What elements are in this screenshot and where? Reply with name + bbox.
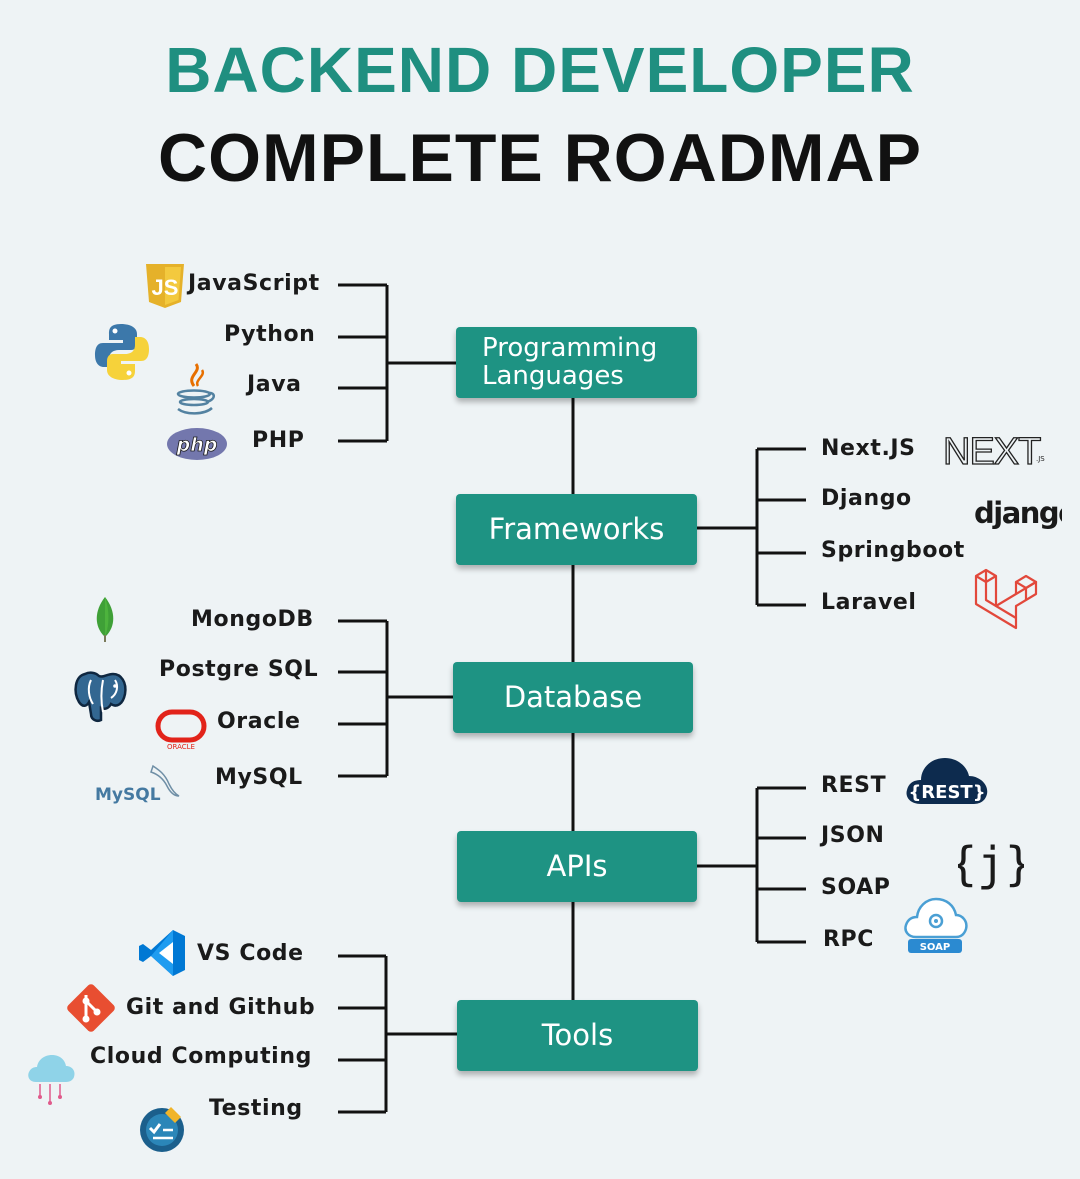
mysql-logo-text: MySQL <box>95 785 161 804</box>
label-cloud: Cloud Computing <box>90 1044 312 1069</box>
oracle-logo-text: ORACLE <box>167 743 195 751</box>
node-database: Database <box>453 662 693 733</box>
label-php: PHP <box>252 428 305 453</box>
cloud-icon <box>26 1052 76 1108</box>
json-icon: {j} <box>958 834 1024 892</box>
django-logo-text: django <box>974 496 1062 530</box>
label-java: Java <box>247 372 302 397</box>
oracle-icon: ORACLE <box>154 709 208 751</box>
label-mysql: MySQL <box>215 765 303 790</box>
js-logo-text: JS <box>152 275 179 300</box>
js-icon: JS <box>143 262 187 310</box>
testing-icon <box>137 1103 187 1153</box>
json-logo-text: {j} <box>958 837 1024 891</box>
label-vscode: VS Code <box>197 941 304 966</box>
label-rpc: RPC <box>823 927 875 952</box>
mongodb-icon <box>90 595 120 643</box>
label-django: Django <box>821 486 912 511</box>
label-git: Git and Github <box>126 995 316 1020</box>
django-icon: django <box>972 493 1062 537</box>
title-line-1: BACKEND DEVELOPER <box>165 34 915 106</box>
git-icon <box>64 981 118 1035</box>
php-logo-text: php <box>176 434 218 456</box>
java-icon <box>172 362 216 420</box>
soap-logo-text: SOAP <box>920 942 951 953</box>
label-python: Python <box>224 322 316 347</box>
label-rest: REST <box>821 773 887 798</box>
nextjs-icon: NEXT .JS <box>941 428 1051 474</box>
nextjs-logo-text: NEXT <box>943 431 1041 473</box>
title-line-2: COMPLETE ROADMAP <box>158 120 922 196</box>
label-testing: Testing <box>209 1096 303 1121</box>
node-tools: Tools <box>457 1000 698 1071</box>
laravel-icon <box>972 566 1040 632</box>
php-icon: php <box>166 427 228 461</box>
node-apis: APIs <box>457 831 697 902</box>
node-frameworks: Frameworks <box>456 494 697 565</box>
mysql-icon: MySQL <box>93 764 183 804</box>
label-nextjs: Next.JS <box>821 436 916 461</box>
label-mongodb: MongoDB <box>191 607 314 632</box>
label-soap: SOAP <box>821 875 891 900</box>
label-laravel: Laravel <box>821 590 917 615</box>
label-postgresql: Postgre SQL <box>159 657 319 682</box>
node-programming-line2: Languages <box>482 360 624 391</box>
label-javascript: JavaScript <box>188 271 320 296</box>
python-icon <box>93 322 151 382</box>
rest-icon: {REST} <box>903 752 991 810</box>
soap-icon: SOAP <box>902 893 968 955</box>
node-programming-line1: Programming <box>482 333 658 364</box>
nextjs-logo-sub: .JS <box>1036 455 1045 463</box>
label-oracle: Oracle <box>217 709 301 734</box>
node-programming-languages: Programming Languages <box>456 327 697 398</box>
vscode-icon <box>137 928 187 978</box>
postgresql-icon <box>71 668 129 726</box>
rest-logo-text: {REST} <box>908 782 985 803</box>
label-springboot: Springboot <box>821 538 965 563</box>
label-json: JSON <box>821 823 885 848</box>
